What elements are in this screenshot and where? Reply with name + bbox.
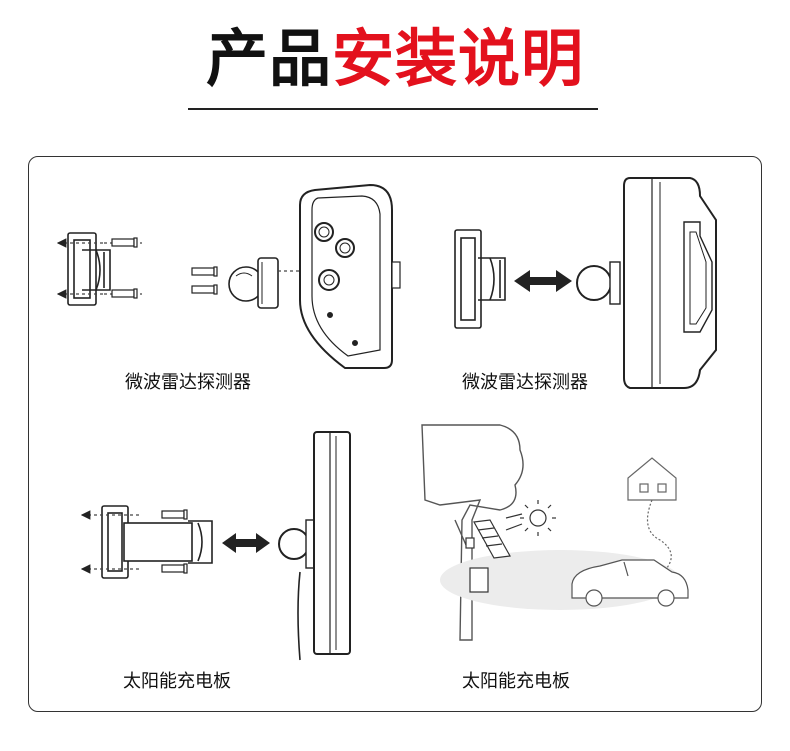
ball-mount (228, 257, 279, 309)
caption-top-left: 微波雷达探测器 (125, 372, 251, 393)
radar-detector-side (576, 177, 717, 389)
screws-2 (161, 509, 188, 574)
title-part-black: 产品 (205, 22, 332, 95)
caption-bottom-left: 太阳能充电板 (123, 671, 231, 692)
screw-arrows-left-2 (80, 510, 142, 574)
car-icon (571, 559, 689, 607)
solar-panel-side (278, 431, 351, 661)
bracket-side-view (454, 229, 506, 329)
illustration-panel (28, 156, 762, 712)
page-title: 产品安装说明 (0, 28, 790, 90)
title-underline (188, 108, 598, 110)
sun-icon (505, 500, 556, 536)
caption-top-right: 微波雷达探测器 (462, 372, 588, 393)
double-arrow-top (514, 270, 572, 292)
caption-bottom-right: 太阳能充电板 (462, 671, 570, 692)
double-arrow-bottom (222, 533, 270, 553)
bracket-exploded-view-2 (101, 505, 213, 579)
house-icon (627, 457, 677, 591)
radar-detector-back (299, 183, 401, 369)
title-part-red: 安装说明 (332, 22, 585, 95)
tree-scene (421, 424, 524, 641)
bracket-exploded-view (67, 232, 111, 306)
mini-solar-panel (465, 519, 511, 593)
screws (111, 237, 218, 299)
